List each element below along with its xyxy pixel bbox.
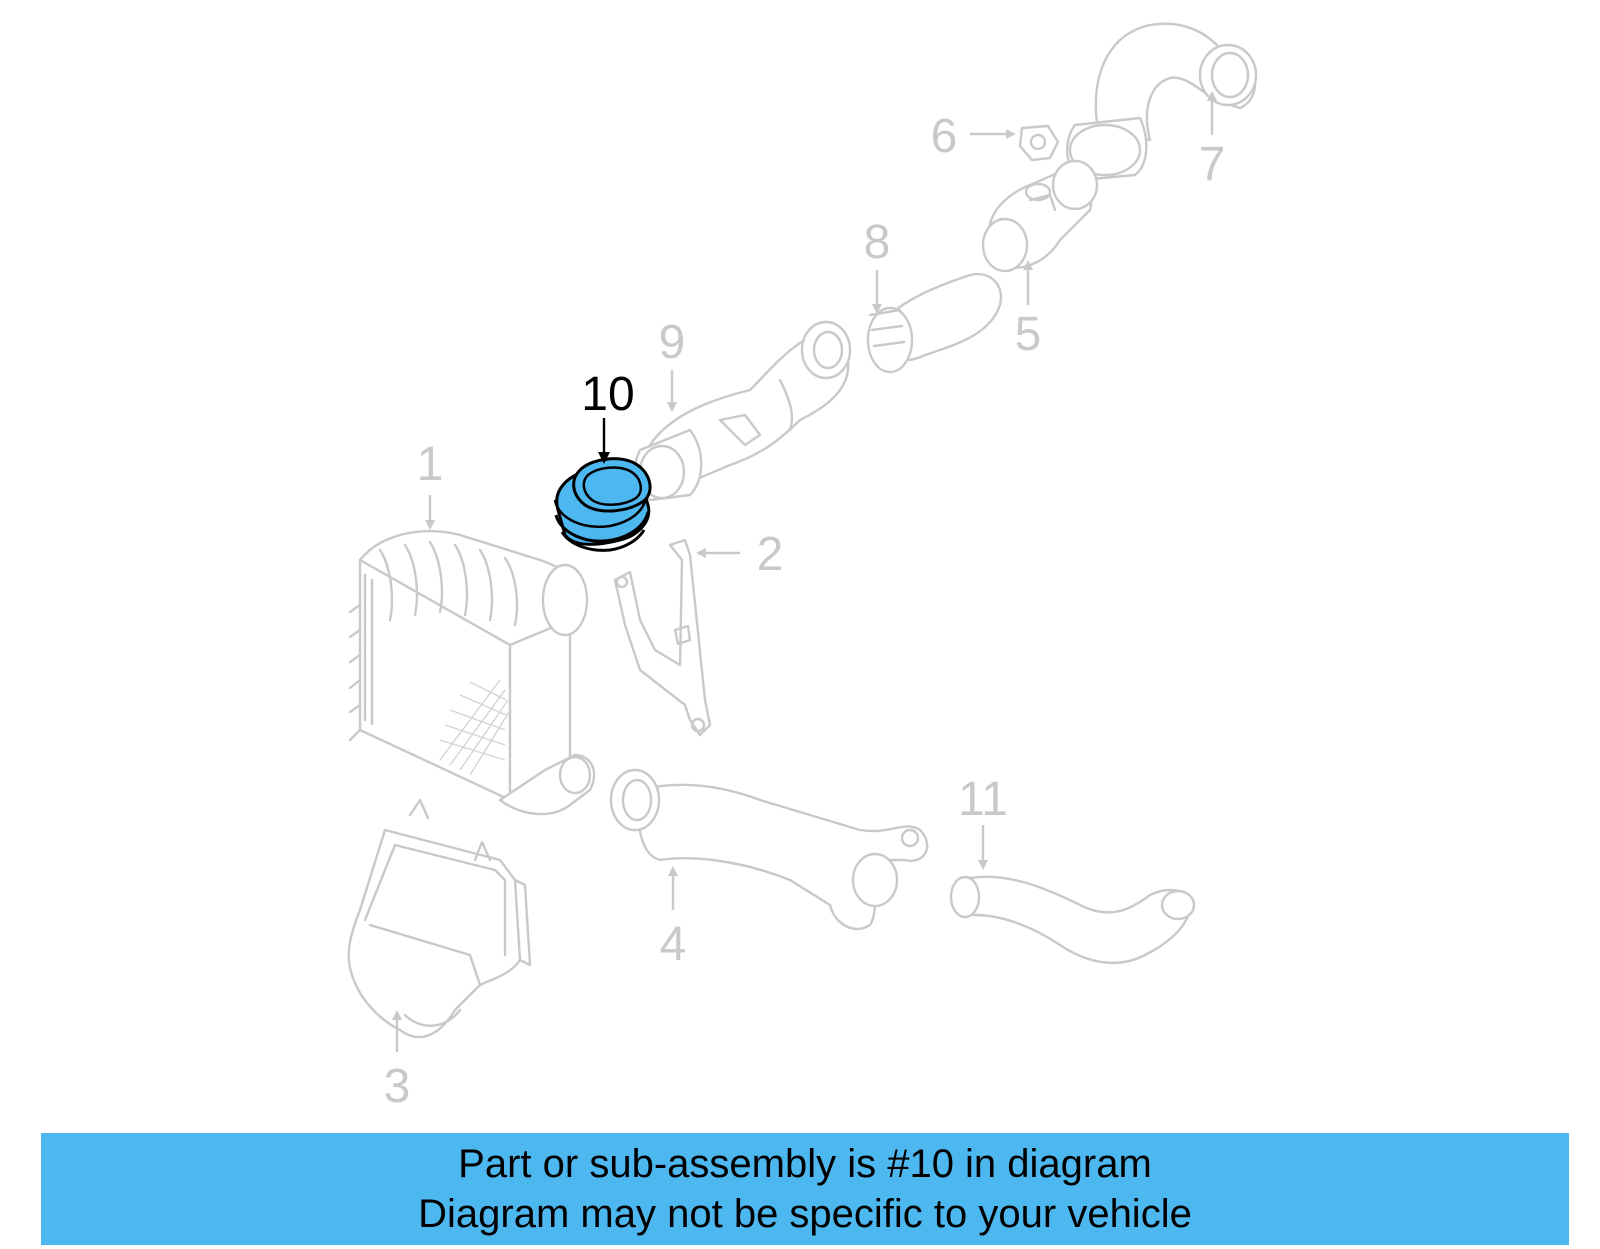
callout-1: 1 <box>417 438 444 491</box>
callout-3: 3 <box>384 1060 411 1113</box>
callout-4: 4 <box>660 918 687 971</box>
banner-line-disclaimer: Diagram may not be specific to your vehi… <box>418 1192 1192 1236</box>
callout-10: 10 <box>581 368 634 421</box>
part-4-lower-pipe <box>609 768 929 931</box>
callout-2: 2 <box>757 528 784 581</box>
callout-7: 7 <box>1199 138 1226 191</box>
banner-line-part: Part or sub-assembly is #10 in diagram <box>458 1142 1152 1186</box>
part-6-clip <box>1018 124 1060 162</box>
callout-5: 5 <box>1015 308 1042 361</box>
exploded-parts-diagram: 1 2 3 4 5 6 7 8 9 10 11 <box>347 22 1258 1113</box>
part-10-coupler-highlighted <box>553 457 652 552</box>
callout-11: 11 <box>958 773 1008 826</box>
callout-6: 6 <box>931 110 958 163</box>
part-7-upper-hose <box>1066 22 1258 182</box>
info-banner: Part or sub-assembly is #10 in diagram D… <box>41 1133 1569 1245</box>
part-9-intake-pipe <box>633 320 852 502</box>
part-3-air-duct <box>347 798 532 1039</box>
part-1-intercooler <box>348 529 596 816</box>
part-8-curved-hose <box>866 272 1003 374</box>
callout-8: 8 <box>864 216 891 269</box>
part-2-bracket <box>613 538 712 737</box>
callout-9: 9 <box>659 316 686 369</box>
part-5-sensor-tube <box>981 159 1099 273</box>
part-11-lower-hose <box>949 875 1196 965</box>
